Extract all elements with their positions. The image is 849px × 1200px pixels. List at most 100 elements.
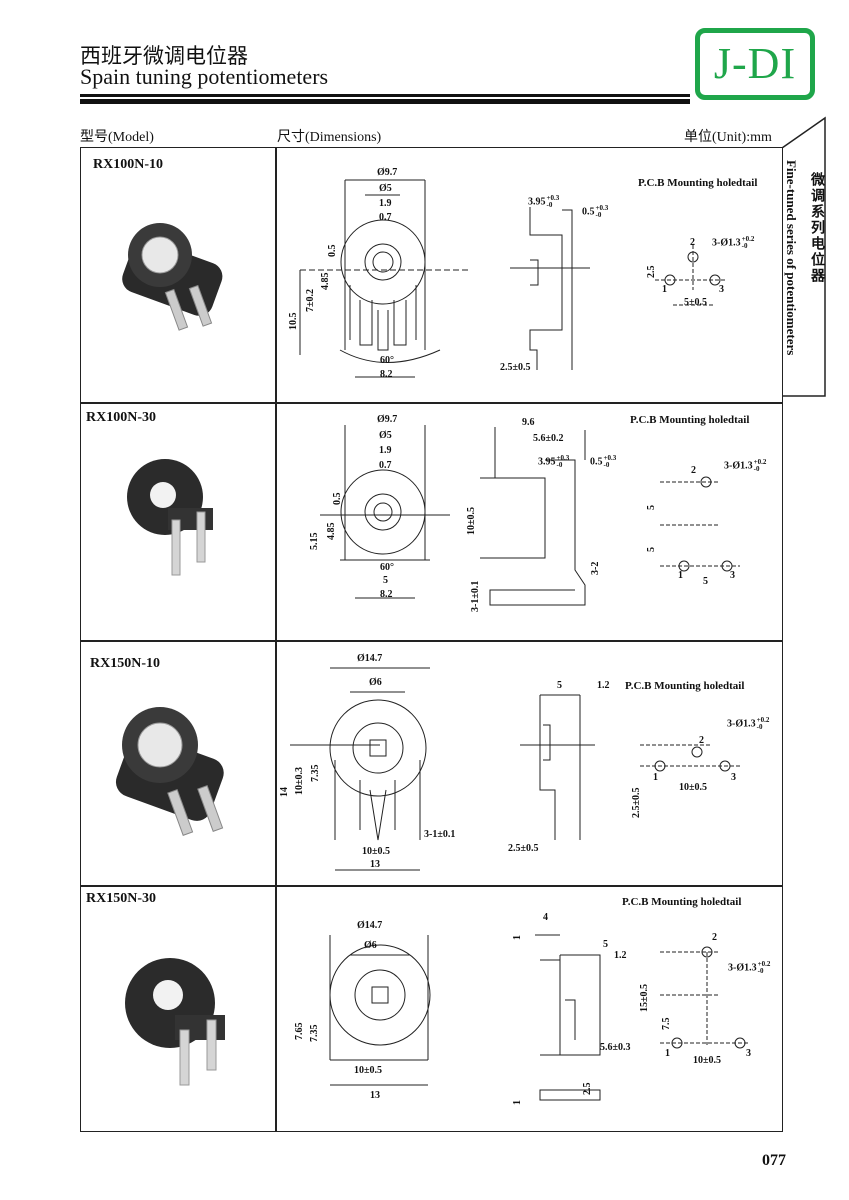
pcb-layout-rx150n-30 bbox=[660, 946, 750, 1049]
row-divider bbox=[81, 885, 782, 887]
row-divider bbox=[81, 640, 782, 642]
column-unit: 单位(Unit):mm bbox=[684, 130, 772, 145]
dimension-label: 4 bbox=[543, 912, 548, 923]
dimension-label: 1.9 bbox=[379, 445, 392, 456]
pin-number: 1 bbox=[665, 1048, 670, 1059]
pcb-title: P.C.B Mounting holedtail bbox=[622, 896, 742, 908]
dimension-label: 10±0.5 bbox=[693, 1055, 721, 1066]
side-tab-chinese: 微调系列电位器 bbox=[809, 172, 824, 284]
dimension-label: 10±0.5 bbox=[679, 782, 707, 793]
spec-table bbox=[80, 147, 783, 1132]
dimension-label: 5 bbox=[646, 505, 657, 510]
dimension-label: 1 bbox=[512, 1100, 523, 1105]
dimension-label: 3-1±0.1 bbox=[424, 829, 456, 840]
front-view-rx150n-30 bbox=[329, 935, 431, 1086]
pin-number: 3 bbox=[719, 284, 724, 295]
dimension-label: 10±0.5 bbox=[362, 846, 390, 857]
pcb-layout-rx100n-30 bbox=[660, 476, 740, 572]
dimension-label: 5.15 bbox=[309, 532, 320, 551]
model-name: RX100N-10 bbox=[93, 157, 163, 172]
pcb-title: P.C.B Mounting holedtail bbox=[638, 177, 758, 189]
dimension-label: 7.5 bbox=[661, 1017, 672, 1031]
dimension-label: 2.5 bbox=[646, 265, 657, 279]
dimension-label: 0.7 bbox=[379, 460, 392, 471]
dimension-label: 0.5 bbox=[327, 244, 338, 258]
dimension-label: 0.5+0.3-0 bbox=[590, 454, 617, 469]
dimension-label: 8.2 bbox=[380, 589, 393, 600]
dimension-label: 5 bbox=[646, 547, 657, 552]
model-name: RX150N-10 bbox=[90, 656, 160, 671]
side-view-rx100n-30 bbox=[480, 427, 586, 606]
dimension-label: Ø6 bbox=[369, 677, 382, 688]
dimension-label: 14 bbox=[279, 787, 290, 797]
dimension-label: 60° bbox=[380, 355, 394, 366]
row-divider bbox=[81, 402, 782, 404]
dimension-label: 0.7 bbox=[379, 212, 392, 223]
dimension-label: Ø5 bbox=[379, 430, 392, 441]
product-photo-rx100n-30 bbox=[127, 459, 213, 576]
product-photo-rx100n-10 bbox=[122, 223, 223, 331]
column-model: 型号(Model) bbox=[80, 130, 154, 145]
side-tab-outline bbox=[781, 116, 826, 397]
pin-number: 1 bbox=[653, 772, 658, 783]
dimension-label: Ø6 bbox=[364, 940, 377, 951]
dimension-label: 7±0.2 bbox=[305, 289, 316, 312]
dimension-label: 3-2 bbox=[590, 561, 601, 575]
dimension-label: 1 bbox=[512, 935, 523, 940]
product-photo-rx150n-30 bbox=[125, 958, 225, 1086]
title-english: Spain tuning potentiometers bbox=[80, 64, 329, 89]
front-view-rx100n-10 bbox=[299, 179, 470, 378]
pin-number: 2 bbox=[712, 932, 717, 943]
dimension-label: 2.5±0.5 bbox=[631, 787, 642, 819]
dimension-label: 2.5±0.5 bbox=[508, 843, 539, 854]
dimension-label: 3-Ø1.3+0.2-0 bbox=[712, 235, 755, 250]
pcb-title: P.C.B Mounting holedtail bbox=[625, 680, 745, 692]
dimension-label: 3-Ø1.3+0.2-0 bbox=[728, 960, 771, 975]
dimension-label: Ø14.7 bbox=[357, 653, 383, 664]
dimension-label: 3-1±0.1 bbox=[470, 580, 481, 612]
pin-number: 3 bbox=[731, 772, 736, 783]
header-rule-thick bbox=[80, 99, 690, 104]
dimension-label: 1.9 bbox=[379, 198, 392, 209]
dimension-label: 1.2 bbox=[597, 680, 610, 691]
dimension-label: 7.35 bbox=[310, 764, 321, 783]
pcb-layout-rx150n-10 bbox=[640, 744, 740, 772]
pin-number: 3 bbox=[746, 1048, 751, 1059]
column-divider bbox=[275, 148, 277, 1131]
dimension-label: Ø5 bbox=[379, 183, 392, 194]
pin-number: 2 bbox=[691, 465, 696, 476]
pin-number: 2 bbox=[690, 237, 695, 248]
dimension-label: 5±0.5 bbox=[684, 297, 707, 308]
dimension-label: Ø9.7 bbox=[377, 414, 398, 425]
dimension-label: 10±0.3 bbox=[294, 767, 305, 795]
dimension-label: 5 bbox=[703, 576, 708, 587]
dimension-label: Ø14.7 bbox=[357, 920, 383, 931]
dimension-label: 5 bbox=[383, 575, 388, 586]
brand-logo: J-DI bbox=[695, 28, 815, 100]
title-chinese: 西班牙微调电位器 bbox=[80, 44, 248, 68]
header-rule bbox=[80, 94, 690, 97]
dimension-label: 60° bbox=[380, 562, 394, 573]
dimension-label: 5 bbox=[557, 680, 562, 691]
dimension-label: 3-Ø1.3+0.2-0 bbox=[727, 716, 770, 731]
dimension-label: 10.5 bbox=[288, 312, 299, 331]
dimension-label: 10±0.5 bbox=[466, 507, 477, 535]
product-photo-rx150n-10 bbox=[115, 707, 224, 836]
dimension-label: 2.5±0.5 bbox=[500, 362, 531, 373]
dimension-label: 13 bbox=[370, 1090, 380, 1101]
model-name: RX100N-30 bbox=[86, 410, 156, 425]
dimension-label: 3.95+0.3-0 bbox=[528, 194, 560, 209]
dimension-label: 5.6±0.3 bbox=[600, 1042, 631, 1053]
front-view-rx100n-30 bbox=[320, 425, 450, 599]
side-view-rx150n-30 bbox=[535, 934, 601, 1101]
dimension-label: 9.6 bbox=[522, 417, 535, 428]
dimension-label: 4.85 bbox=[326, 522, 337, 541]
column-dimensions: 尺寸(Dimensions) bbox=[277, 130, 382, 145]
side-view-rx100n-10 bbox=[510, 207, 590, 370]
pcb-layout-rx100n-10 bbox=[655, 245, 725, 306]
dimension-label: 13 bbox=[370, 859, 380, 870]
pin-number: 1 bbox=[662, 284, 667, 295]
dimension-label: 0.5 bbox=[332, 492, 343, 506]
side-tab-english: Fine-tuned series of potentiometers bbox=[784, 160, 799, 356]
